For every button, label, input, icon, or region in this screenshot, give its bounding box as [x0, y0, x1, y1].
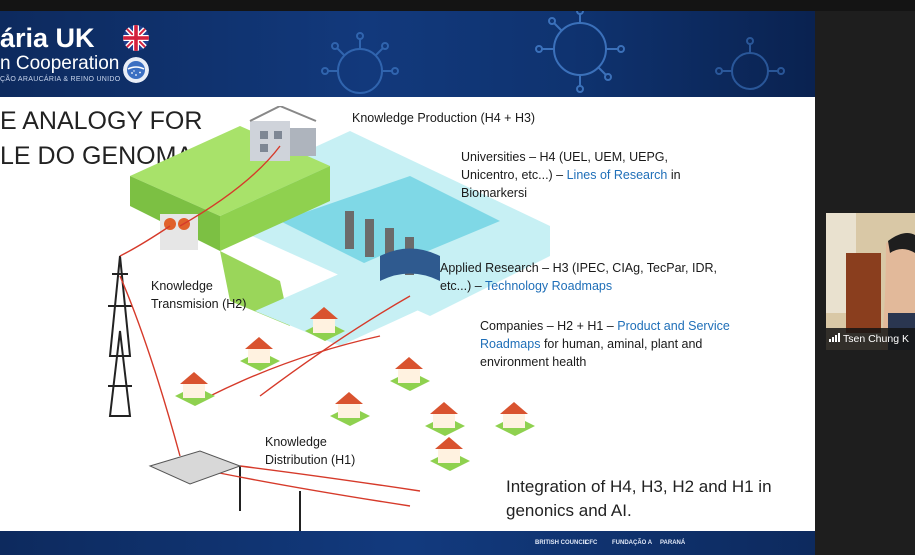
label-knowledge-production: Knowledge Production (H4 + H3)	[352, 111, 536, 125]
applied-research-text: Applied Research – H3 (IPEC, CIAg, TecPa…	[440, 261, 717, 293]
label-knowledge-transmission: Knowledge Transmision (H2)	[151, 279, 247, 311]
footer-logo-cfc: CFC	[585, 540, 598, 546]
top-window-bar	[0, 0, 915, 11]
footer-logo-parana: PARANÁ	[660, 540, 686, 546]
participant-video-tile[interactable]: Tsen Chung K	[826, 213, 915, 350]
footer-logo-fundacao-araucaria: FUNDAÇÃO ARAUCÁRIA	[612, 540, 652, 546]
participant-name-bar: Tsen Chung K	[826, 328, 915, 350]
label-knowledge-distribution: Knowledge Distribution (H1)	[265, 435, 356, 467]
participant-video-feed	[826, 213, 915, 350]
label-universities: Universities – H4 (UEL, UEM, UEPG, Unice…	[461, 148, 701, 202]
slide-footer: BRITISH COUNCIL CFC FUNDAÇÃO ARAUCÁRIA P…	[0, 531, 815, 555]
universities-text: Universities – H4 (UEL, UEM, UEPG, Unice…	[461, 150, 668, 182]
shared-slide: ária UK n Cooperation ÇÃO ARAUCÁRIA & RE…	[0, 11, 815, 555]
slide-banner: ária UK n Cooperation ÇÃO ARAUCÁRIA & RE…	[0, 11, 815, 97]
label-companies: Companies – H2 + H1 – Product and Servic…	[480, 317, 730, 371]
virus-decoration-icon	[321, 32, 399, 94]
brazil-flag-icon	[123, 57, 149, 83]
companies-suffix: for human, aminal, plant and environment…	[480, 337, 703, 369]
uk-flag-icon	[123, 25, 149, 51]
technology-roadmaps-link: Technology Roadmaps	[484, 279, 613, 293]
footer-logo-british-council: BRITISH COUNCIL	[535, 540, 588, 546]
integration-text: Integration of H4, H3, H2 and H1 in geno…	[506, 477, 772, 520]
universities-suffix: in Biomarkersi	[461, 168, 681, 200]
logo-subtitle: n Cooperation	[0, 53, 120, 74]
knowledge-grid-illustration	[108, 106, 550, 531]
logo-title: ária UK	[0, 23, 95, 53]
label-applied-research: Applied Research – H3 (IPEC, CIAg, TecPa…	[440, 259, 740, 295]
virus-decoration-icon	[715, 37, 785, 90]
signal-strength-icon	[829, 328, 840, 350]
participant-name: Tsen Chung K	[843, 333, 909, 345]
slide-title-line1: E ANALOGY FOR	[0, 107, 203, 135]
virus-decoration-icon	[535, 11, 625, 93]
companies-text: Companies – H2 + H1 –	[480, 319, 614, 333]
lines-of-research-link: Lines of Research	[566, 168, 668, 182]
logo-caption: ÇÃO ARAUCÁRIA & REINO UNIDO	[0, 76, 121, 83]
product-service-roadmaps-link: Product and Service Roadmaps	[480, 319, 730, 351]
